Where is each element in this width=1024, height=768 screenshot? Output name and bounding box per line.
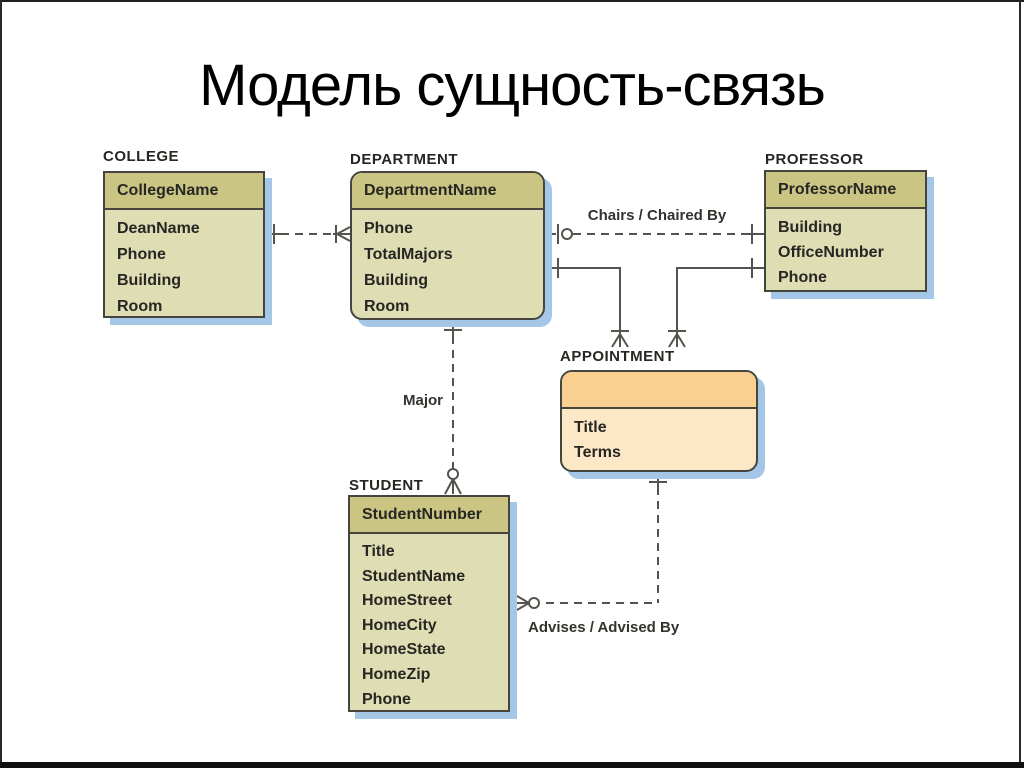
connector-professor-appointment xyxy=(668,258,764,348)
entity-professor-attributes: Building OfficeNumber Phone xyxy=(766,209,925,290)
attribute: Phone xyxy=(778,269,827,286)
attribute: Title xyxy=(574,419,607,436)
slide-border-top xyxy=(0,0,1024,2)
connector-department-appointment xyxy=(545,258,629,348)
entity-appointment-title: APPOINTMENT xyxy=(560,348,675,365)
attribute: DeanName xyxy=(117,220,200,237)
entity-professor: ProfessorName Building OfficeNumber Phon… xyxy=(764,170,927,292)
attribute: Room xyxy=(117,298,163,315)
attribute: StudentName xyxy=(362,567,466,585)
relationship-label-chairs: Chairs / Chaired By xyxy=(587,207,727,224)
entity-appointment-attributes: Title Terms xyxy=(562,409,756,465)
attribute: Building xyxy=(364,272,428,289)
attribute: Room xyxy=(364,298,410,315)
slide-border-right xyxy=(1019,0,1021,768)
attribute: Phone xyxy=(117,246,166,263)
slide-title: Модель сущность-связь xyxy=(199,53,826,118)
attribute: OfficeNumber xyxy=(778,244,884,261)
entity-college-attributes: DeanName Phone Building Room xyxy=(105,210,263,316)
entity-appointment-key xyxy=(562,372,756,409)
entity-college-key: CollegeName xyxy=(105,173,263,210)
entity-college-title: COLLEGE xyxy=(103,148,180,165)
connector-college-department xyxy=(265,224,351,244)
attribute: Building xyxy=(778,219,842,236)
entity-appointment: Title Terms xyxy=(560,370,758,472)
attribute: Phone xyxy=(364,220,413,237)
entity-department: DepartmentName Phone TotalMajors Buildin… xyxy=(350,171,545,320)
attribute: TotalMajors xyxy=(364,246,453,263)
attribute: HomeState xyxy=(362,641,446,659)
entity-student-key: StudentNumber xyxy=(350,497,508,534)
connector-advises xyxy=(516,472,667,611)
relationship-label-advises: Advises / Advised By xyxy=(528,619,680,636)
relationship-label-major: Major xyxy=(402,392,443,409)
attribute: Title xyxy=(362,543,395,560)
connector-chairs xyxy=(545,224,764,244)
attribute: HomeCity xyxy=(362,616,437,634)
slide-border-left xyxy=(0,0,2,768)
entity-department-attributes: Phone TotalMajors Building Room xyxy=(352,210,543,318)
entity-student-title: STUDENT xyxy=(349,477,424,494)
attribute: Terms xyxy=(574,444,621,461)
attribute: HomeZip xyxy=(362,665,431,683)
attribute: Phone xyxy=(362,690,411,708)
entity-department-key: DepartmentName xyxy=(352,173,543,210)
entity-professor-title: PROFESSOR xyxy=(765,151,864,168)
entity-college: CollegeName DeanName Phone Building Room xyxy=(103,171,265,318)
entity-student: StudentNumber Title StudentName HomeStre… xyxy=(348,495,510,712)
entity-student-attributes: Title StudentName HomeStreet HomeCity Ho… xyxy=(350,534,508,710)
connector-major xyxy=(444,320,462,495)
entity-professor-key: ProfessorName xyxy=(766,172,925,209)
slide-border-bottom xyxy=(0,762,1024,768)
entity-department-title: DEPARTMENT xyxy=(350,151,459,168)
attribute: HomeStreet xyxy=(362,592,452,610)
attribute: Building xyxy=(117,272,181,289)
